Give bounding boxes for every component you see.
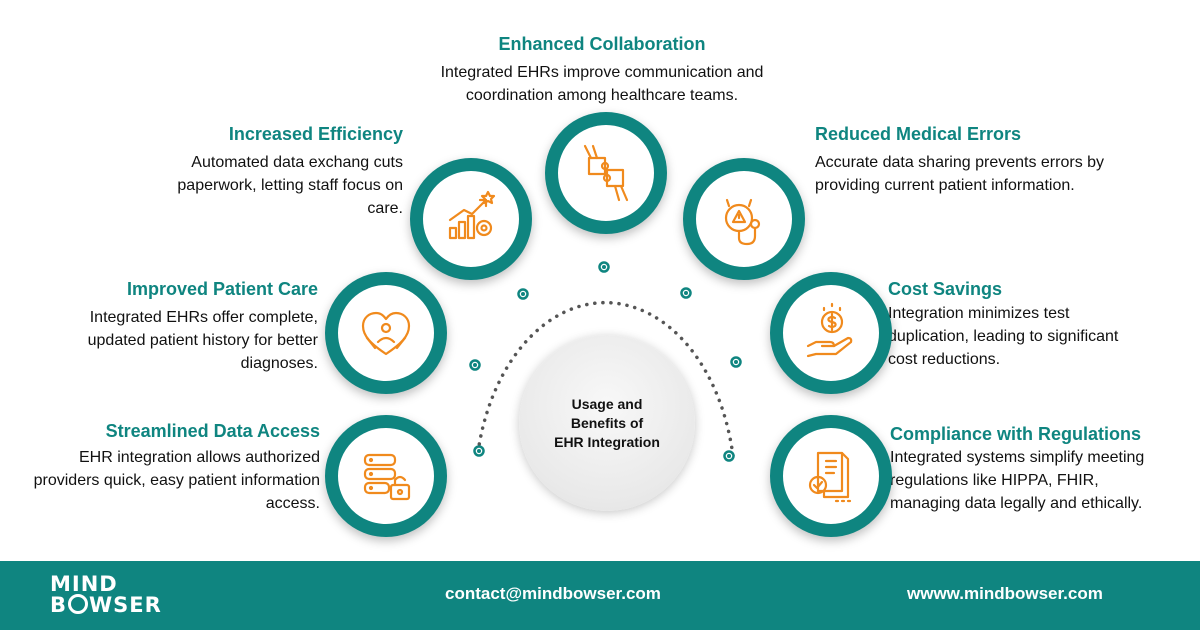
logo-line1: MIND	[50, 572, 118, 596]
logo-line2-b: WSER	[89, 593, 162, 617]
access-title: Streamlined Data Access	[105, 421, 320, 441]
errors-title: Reduced Medical Errors	[815, 124, 1022, 144]
dotted-arc	[469, 261, 742, 462]
cost-node	[770, 272, 892, 394]
mindbowser-logo: MIND B WSER	[50, 572, 162, 617]
care-node	[325, 272, 447, 394]
center-line: Benefits of	[570, 414, 644, 431]
coin-hand-icon	[806, 302, 853, 358]
care-title: Improved Patient Care	[126, 279, 318, 299]
center-title: Usage and Benefits of EHR Integration	[519, 335, 695, 511]
compliance-title: Compliance with Regulations	[890, 424, 1142, 444]
compliance-node	[770, 415, 892, 537]
logo-o-icon	[68, 594, 89, 614]
certificate-icon	[808, 451, 852, 503]
center-line: EHR Integration	[554, 433, 660, 450]
access-node	[325, 415, 447, 537]
puzzle-hands-icon	[583, 144, 629, 202]
errors-desc: Accurate data sharing prevents errors by…	[815, 154, 1105, 194]
website-link[interactable]: wwww.mindbowser.com	[907, 584, 1103, 603]
access-desc: EHR integration allows authorized provid…	[33, 449, 320, 512]
center-line: Usage and	[571, 395, 643, 412]
errors-node	[683, 158, 805, 280]
growth-chart-icon	[448, 190, 496, 240]
stethoscope-warning-icon	[724, 198, 761, 246]
collab-node	[545, 112, 667, 234]
efficiency-node	[410, 158, 532, 280]
collab-title: Enhanced Collaboration	[498, 34, 706, 54]
logo-line2-a: B	[50, 593, 68, 617]
heart-hands-icon	[361, 311, 411, 356]
efficiency-desc: Automated data exchang cuts paperwork, l…	[177, 154, 403, 217]
footer-bar: MIND B WSER contact@mindbowser.com wwww.m…	[0, 561, 1200, 630]
contact-email-link[interactable]: contact@mindbowser.com	[445, 584, 661, 603]
cost-desc: Integration minimizes test duplication, …	[888, 305, 1119, 368]
compliance-desc: Integrated systems simplify meeting regu…	[890, 449, 1145, 512]
efficiency-title: Increased Efficiency	[228, 124, 403, 144]
database-lock-icon	[363, 453, 411, 501]
care-desc: Integrated EHRs offer complete, updated …	[87, 309, 318, 372]
cost-title: Cost Savings	[888, 279, 1003, 299]
center-hub: Usage and Benefits of EHR Integration	[519, 335, 695, 511]
collab-desc: Integrated EHRs improve communication an…	[440, 64, 764, 104]
